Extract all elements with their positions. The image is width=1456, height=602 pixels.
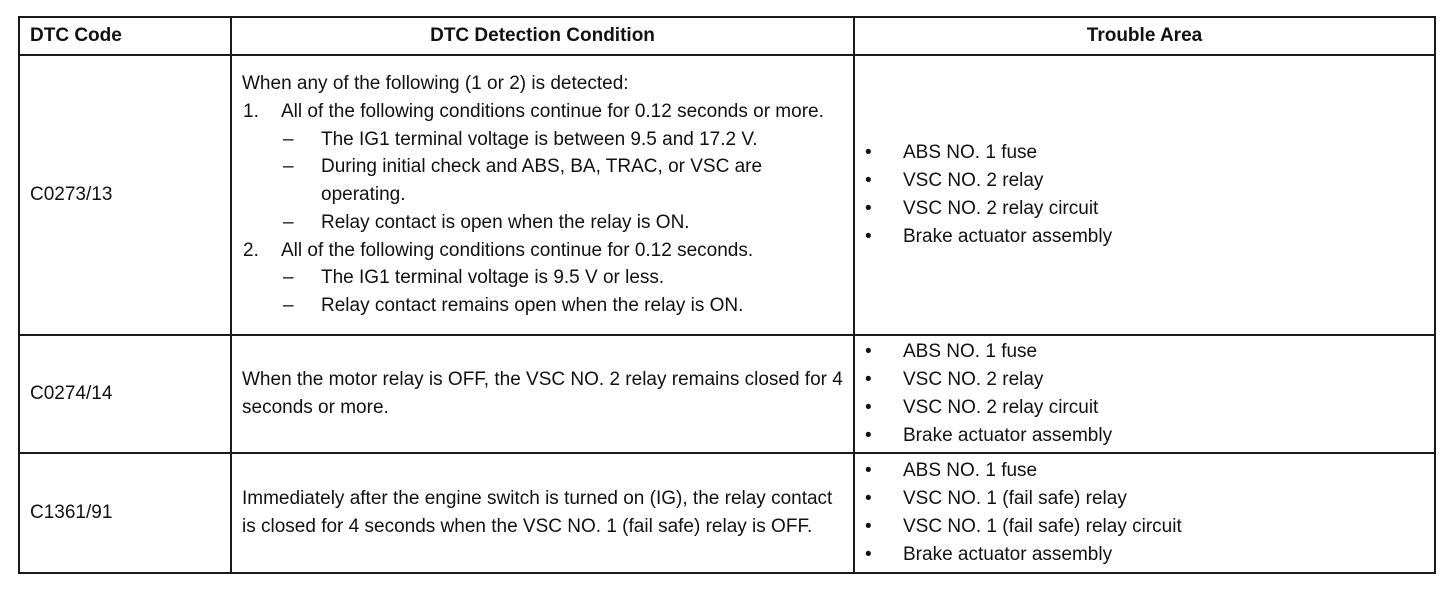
trouble-area-text: VSC NO. 2 relay circuit	[903, 198, 1099, 219]
bullet-marker: •	[865, 198, 872, 219]
sub-condition-text: Relay contact remains open when the rela…	[321, 295, 744, 317]
dash-marker: –	[283, 211, 294, 233]
trouble-area-item: • ABS NO. 1 fuse	[865, 139, 1424, 167]
detection-condition-cell: When any of the following (1 or 2) is de…	[230, 54, 855, 336]
trouble-area-text: Brake actuator assembly	[903, 225, 1113, 247]
trouble-area-item: • ABS NO. 1 fuse	[865, 338, 1424, 366]
numbered-condition: 2. All of the following conditions conti…	[242, 237, 843, 265]
dash-marker: –	[283, 267, 294, 289]
bullet-marker: •	[865, 142, 872, 164]
sub-condition: – Relay contact remains open when the re…	[242, 292, 843, 320]
trouble-area-item: • VSC NO. 2 relay	[865, 167, 1424, 195]
trouble-area-item: • VSC NO. 1 (fail safe) relay	[865, 485, 1424, 513]
detection-condition-cell: When the motor relay is OFF, the VSC NO.…	[230, 334, 855, 454]
trouble-area-item: • VSC NO. 1 (fail safe) relay circuit	[865, 513, 1424, 541]
trouble-area-item: • VSC NO. 2 relay circuit	[865, 394, 1424, 422]
bullet-marker: •	[865, 170, 872, 192]
trouble-area-text: VSC NO. 1 (fail safe) relay	[903, 488, 1127, 510]
header-detection-condition: DTC Detection Condition	[230, 16, 855, 56]
trouble-area-cell: • ABS NO. 1 fuse • VSC NO. 2 relay • VSC…	[853, 334, 1436, 454]
trouble-area-cell: • ABS NO. 1 fuse • VSC NO. 2 relay • VSC…	[853, 54, 1436, 336]
dtc-code-cell: C0273/13	[18, 54, 232, 336]
trouble-area-text: VSC NO. 2 relay circuit	[903, 397, 1099, 418]
numbered-condition: 1. All of the following conditions conti…	[242, 98, 843, 126]
condition-number: 1.	[243, 100, 259, 122]
header-dtc-code: DTC Code	[18, 16, 232, 56]
header-trouble-area: Trouble Area	[853, 16, 1436, 56]
trouble-area-text: VSC NO. 2 relay	[903, 170, 1044, 192]
sub-condition: – During initial check and ABS, BA, TRAC…	[242, 153, 843, 209]
dtc-code-cell: C0274/14	[18, 334, 232, 454]
table-row: C0273/13 When any of the following (1 or…	[18, 54, 1436, 336]
trouble-area-item: • Brake actuator assembly	[865, 422, 1424, 450]
bullet-marker: •	[865, 341, 872, 363]
bullet-marker: •	[865, 424, 872, 446]
condition-intro: When any of the following (1 or 2) is de…	[242, 72, 629, 94]
trouble-area-item: • VSC NO. 2 relay	[865, 366, 1424, 394]
sub-condition: – The IG1 terminal voltage is between 9.…	[242, 126, 843, 154]
trouble-area-text: Brake actuator assembly	[903, 543, 1113, 565]
condition-text: All of the following conditions continue…	[281, 100, 824, 122]
condition-text: All of the following conditions continue…	[281, 239, 754, 261]
bullet-marker: •	[865, 225, 872, 247]
bullet-marker: •	[865, 460, 872, 482]
dtc-table: DTC Code DTC Detection Condition Trouble…	[18, 16, 1436, 574]
trouble-area-text: ABS NO. 1 fuse	[903, 341, 1038, 363]
trouble-area-item: • VSC NO. 2 relay circuit	[865, 195, 1424, 223]
sub-condition-text: The IG1 terminal voltage is between 9.5 …	[321, 128, 758, 150]
condition-number: 2.	[243, 239, 259, 261]
dash-marker: –	[283, 295, 294, 317]
sub-condition: – Relay contact is open when the relay i…	[242, 209, 843, 237]
condition-intro: Immediately after the engine switch is t…	[242, 488, 833, 537]
bullet-marker: •	[865, 369, 872, 391]
table-row: C1361/91 Immediately after the engine sw…	[18, 452, 1436, 574]
trouble-area-text: VSC NO. 2 relay	[903, 369, 1044, 391]
bullet-marker: •	[865, 488, 872, 510]
bullet-marker: •	[865, 543, 872, 565]
bullet-marker: •	[865, 397, 872, 418]
trouble-area-text: ABS NO. 1 fuse	[903, 142, 1038, 164]
detection-condition-cell: Immediately after the engine switch is t…	[230, 452, 855, 574]
sub-condition-text: During initial check and ABS, BA, TRAC, …	[321, 156, 763, 206]
trouble-area-text: VSC NO. 1 (fail safe) relay circuit	[903, 516, 1182, 537]
trouble-area-text: ABS NO. 1 fuse	[903, 460, 1038, 482]
trouble-area-item: • Brake actuator assembly	[865, 541, 1424, 569]
table-row: C0274/14 When the motor relay is OFF, th…	[18, 334, 1436, 454]
bullet-marker: •	[865, 516, 872, 537]
trouble-area-item: • ABS NO. 1 fuse	[865, 457, 1424, 485]
condition-intro: When the motor relay is OFF, the VSC NO.…	[242, 369, 843, 418]
trouble-area-text: Brake actuator assembly	[903, 424, 1113, 446]
dash-marker: –	[283, 128, 294, 150]
sub-condition: – The IG1 terminal voltage is 9.5 V or l…	[242, 264, 843, 292]
trouble-area-cell: • ABS NO. 1 fuse • VSC NO. 1 (fail safe)…	[853, 452, 1436, 574]
sub-condition-text: The IG1 terminal voltage is 9.5 V or les…	[321, 267, 665, 289]
header-row: DTC Code DTC Detection Condition Trouble…	[18, 16, 1436, 56]
dtc-code-cell: C1361/91	[18, 452, 232, 574]
dash-marker: –	[283, 156, 294, 178]
sub-condition-text: Relay contact is open when the relay is …	[321, 211, 690, 233]
trouble-area-item: • Brake actuator assembly	[865, 223, 1424, 251]
